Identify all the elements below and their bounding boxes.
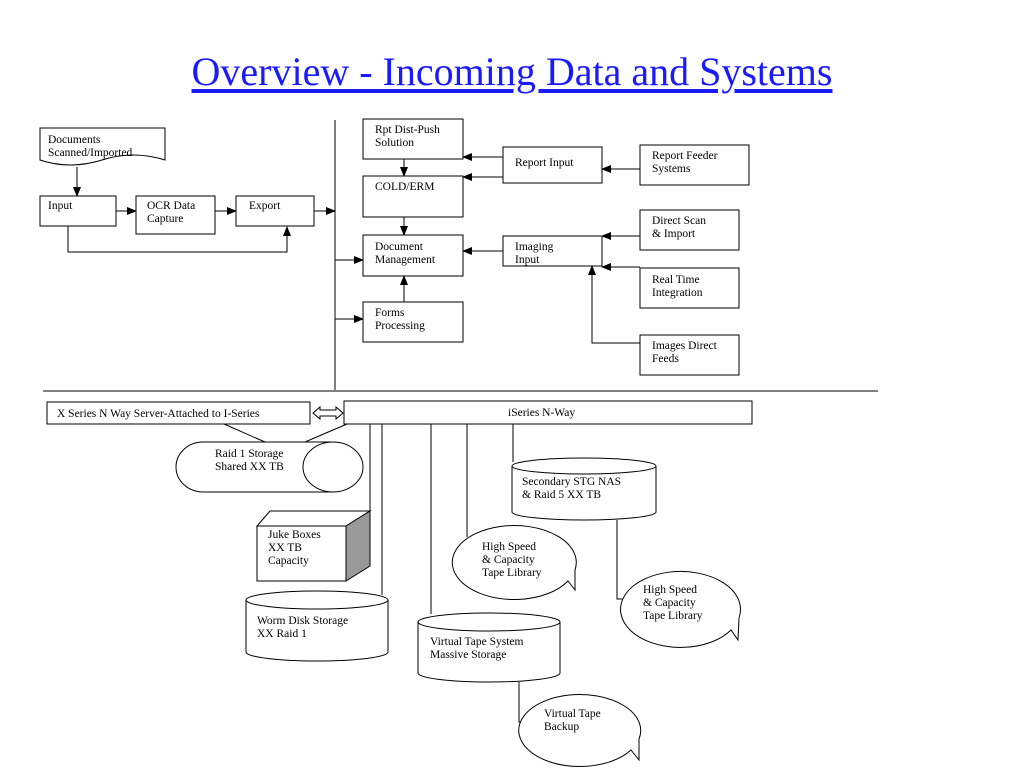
juke-boxes-node bbox=[256, 525, 347, 582]
forms-processing-label: Forms Processing bbox=[375, 307, 425, 332]
worm-disk-node bbox=[245, 600, 389, 662]
connector-xseries-raid bbox=[223, 423, 266, 443]
real-time-node bbox=[639, 267, 740, 309]
input-label: Input bbox=[48, 200, 73, 212]
rpt-dist-label: Rpt Dist-Push Solution bbox=[375, 124, 443, 149]
page-title: Overview - Incoming Data and Systems bbox=[191, 49, 833, 94]
imaging-input-node bbox=[502, 235, 603, 267]
x-series-node bbox=[46, 401, 311, 425]
x-series-label: X Series N Way Server-Attached to I-Seri… bbox=[57, 408, 260, 420]
report-feeder-label: Report Feeder Systems bbox=[652, 150, 720, 175]
documents-scanned-node bbox=[39, 127, 166, 166]
forms-processing-node bbox=[362, 301, 464, 343]
real-time-label: Real Time Integration bbox=[652, 274, 703, 299]
direct-scan-node bbox=[639, 209, 740, 251]
secondary-stg-label: Secondary STG NAS & Raid 5 XX TB bbox=[522, 476, 624, 501]
images-direct-label: Images Direct Feeds bbox=[652, 340, 720, 365]
arrow-input-bypass-to-export bbox=[67, 226, 291, 253]
virtual-tape-backup-label: Virtual Tape Backup bbox=[544, 708, 604, 733]
ocr-label: OCR Data Capture bbox=[147, 200, 198, 225]
report-input-label: Report Input bbox=[515, 157, 574, 169]
high-speed-1-node bbox=[451, 525, 577, 601]
imaging-input-label: Imaging Input bbox=[515, 241, 556, 266]
secondary-stg-node bbox=[511, 466, 657, 521]
high-speed-1-label: High Speed & Capacity Tape Library bbox=[482, 541, 542, 579]
high-speed-2-label: High Speed & Capacity Tape Library bbox=[643, 584, 703, 622]
report-input-node bbox=[502, 146, 603, 184]
worm-disk-top bbox=[245, 590, 389, 610]
input-node bbox=[39, 195, 117, 227]
virtual-tape-backup-node bbox=[518, 693, 642, 767]
worm-disk-label: Worm Disk Storage XX Raid 1 bbox=[257, 615, 351, 640]
ocr-node bbox=[135, 195, 216, 235]
secondary-stg-top bbox=[511, 457, 657, 475]
raid1-storage-label: Raid 1 Storage Shared XX TB bbox=[215, 448, 286, 473]
juke-boxes-label: Juke Boxes XX TB Capacity bbox=[268, 529, 324, 567]
document-management-label: Document Management bbox=[375, 241, 436, 266]
arrow-imagesdirect-to-imaging bbox=[588, 265, 640, 344]
high-speed-2-node bbox=[620, 570, 742, 648]
cold-erm-node bbox=[362, 175, 464, 218]
export-node bbox=[235, 195, 315, 227]
iseries-node bbox=[343, 400, 753, 425]
virtual-tape-system-node bbox=[417, 622, 561, 683]
document-management-node bbox=[362, 234, 464, 277]
raid1-storage-end bbox=[302, 441, 364, 493]
virtual-tape-system-label: Virtual Tape System Massive Storage bbox=[430, 636, 526, 661]
rpt-dist-node bbox=[362, 118, 464, 160]
direct-scan-label: Direct Scan & Import bbox=[652, 215, 709, 240]
raid1-storage-node bbox=[175, 441, 333, 493]
connector-iseries-raid bbox=[304, 423, 348, 443]
virtual-tape-system-top bbox=[417, 612, 561, 632]
connector-secondary-highspeed2 bbox=[616, 520, 628, 600]
report-feeder-node bbox=[639, 144, 750, 186]
cold-erm-label: COLD/ERM bbox=[375, 181, 434, 193]
bidirectional-arrow bbox=[312, 405, 344, 421]
export-label: Export bbox=[249, 200, 281, 212]
documents-scanned-label: Documents Scanned/Imported bbox=[48, 134, 133, 159]
images-direct-node bbox=[639, 334, 740, 376]
iseries-label: iSeries N-Way bbox=[508, 407, 575, 419]
